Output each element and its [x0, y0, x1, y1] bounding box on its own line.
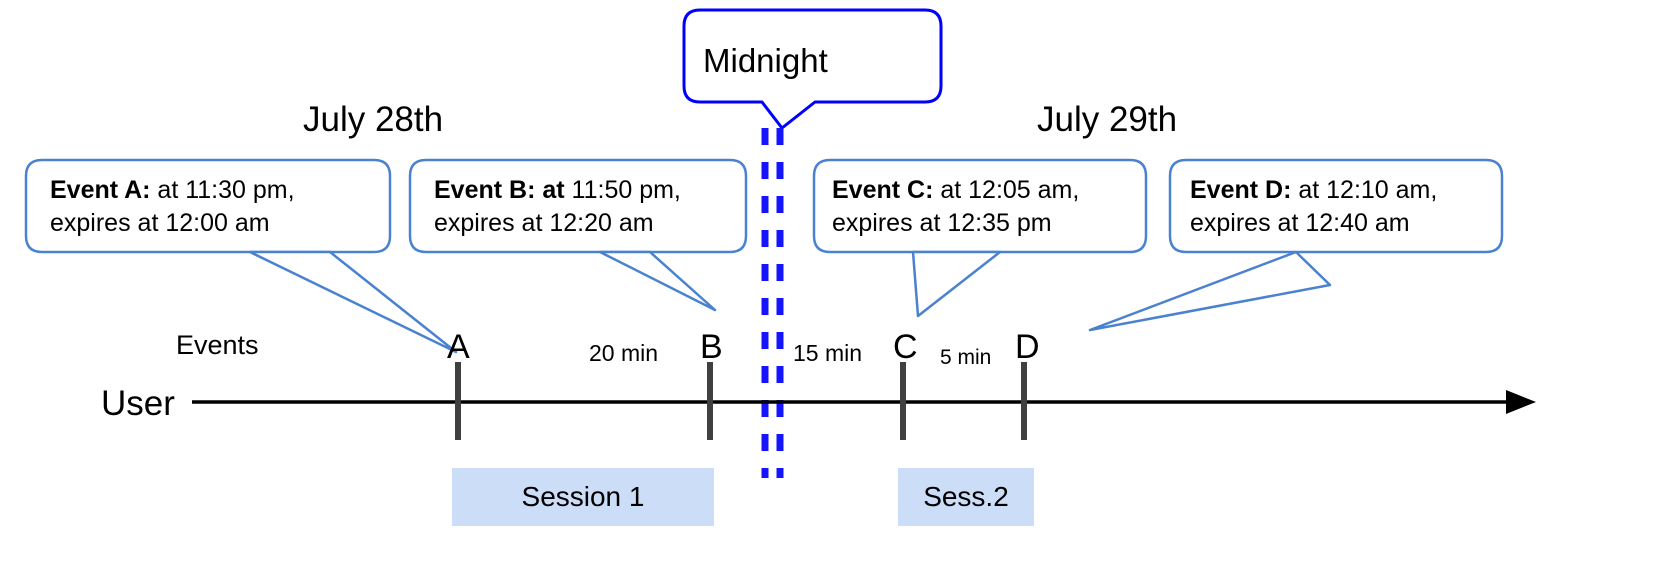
event-letter-c: C — [893, 328, 918, 366]
gap-label-ab: 20 min — [589, 340, 659, 366]
midnight-dashed-lines — [761, 128, 784, 478]
gap-label-cd: 5 min — [940, 346, 992, 369]
row-label-user: User — [101, 384, 175, 423]
callout-a-shape — [24, 158, 458, 354]
callout-c-line1-rest: at 12:05 am, — [933, 176, 1080, 204]
callout-d-line1-rest: at 12:10 am, — [1291, 176, 1438, 204]
date-label-left: July 28th — [303, 100, 444, 139]
callout-a-bold: Event A: — [50, 176, 151, 204]
row-label-events: Events — [176, 330, 259, 360]
session-box-1: Session 1 — [452, 468, 714, 526]
event-ticks — [455, 362, 1027, 440]
gap-label-bc: 15 min — [793, 340, 863, 366]
callout-b-shape — [408, 158, 748, 312]
callout-c-text: Event C: at 12:05 am, expires at 12:35 p… — [832, 174, 1079, 239]
event-letter-b: B — [700, 328, 723, 366]
callout-d-text: Event D: at 12:10 am, expires at 12:40 a… — [1190, 174, 1437, 239]
callout-c-bold: Event C: — [832, 176, 934, 204]
timeline-axis — [192, 390, 1536, 414]
callout-c-line2: expires at 12:35 pm — [832, 208, 1052, 237]
midnight-label: Midnight — [703, 42, 828, 79]
callout-c-shape — [812, 158, 1148, 318]
callout-b-bold: Event B: at — [434, 176, 565, 204]
callout-b-line2: expires at 12:20 am — [434, 208, 654, 237]
session-1-label: Session 1 — [521, 481, 645, 512]
date-label-right: July 29th — [1037, 100, 1178, 139]
callout-b-text: Event B: at 11:50 pm, expires at 12:20 a… — [434, 174, 681, 239]
session-box-2: Sess.2 — [898, 468, 1034, 526]
midnight-callout-shape — [682, 8, 943, 130]
callout-a-text: Event A: at 11:30 pm, expires at 12:00 a… — [50, 174, 295, 239]
callout-b-line1-rest: 11:50 pm, — [564, 176, 681, 204]
callout-d-bold: Event D: — [1190, 176, 1292, 204]
session-2-label: Sess.2 — [923, 481, 1009, 512]
event-letter-a: A — [447, 328, 470, 366]
callout-d-shape — [1088, 158, 1504, 332]
callout-d-line2: expires at 12:40 am — [1190, 208, 1410, 237]
callout-a-line1-rest: at 11:30 pm, — [150, 176, 295, 204]
callout-a-line2: expires at 12:00 am — [50, 208, 270, 237]
event-letter-d: D — [1015, 328, 1040, 366]
